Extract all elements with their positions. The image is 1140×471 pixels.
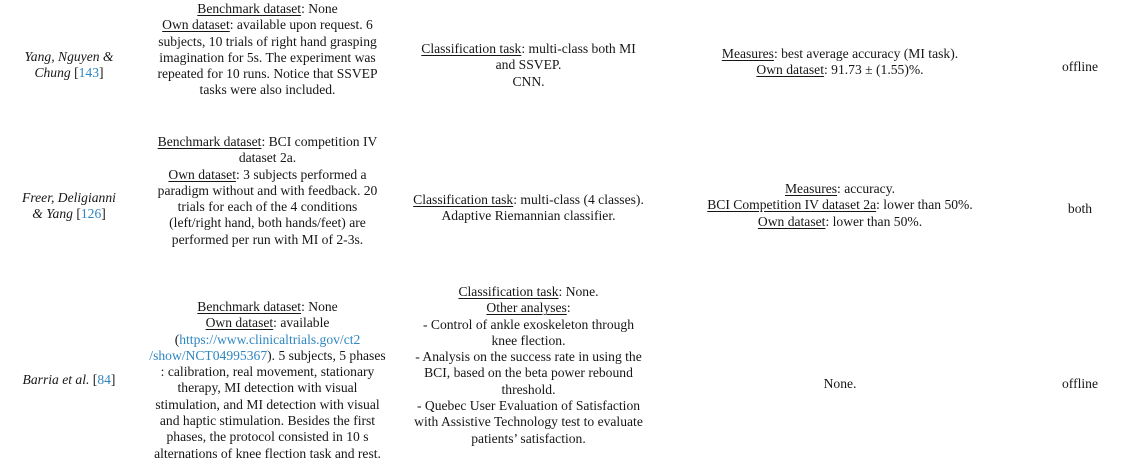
study-authors-cell: Yang, Nguyen & Chung [143] [0,0,138,117]
text-run: : best average accuracy (MI task). [773,46,959,61]
text-run: : lower than 50%. [825,213,923,229]
dataset-cell: Benchmark dataset: BCI competition IV da… [138,117,397,267]
classification-task-cell: Classification task: multi-class both MI… [397,0,660,117]
text-run: ] [110,372,116,387]
measures-cell: Measures: best average accuracy (MI task… [660,0,1020,117]
text-run: [ [92,372,98,387]
text-run: : available ( [174,315,330,347]
text-run: : multi-class (4 classes). Adaptive Riem… [441,192,644,224]
text-run: ] [99,65,104,81]
citation-ref-84[interactable]: 84 [97,372,111,387]
text-run: : 91.73 ± (1.55)%. [823,62,924,78]
text-run: ] [101,206,106,222]
clinicaltrials-url-link[interactable]: https://www.clinicaltrials.gov/ct2 /show… [149,331,361,363]
mode-cell: both [1020,117,1140,267]
underlined-label: Benchmark dataset [197,299,302,314]
mode-cell: offline [1020,0,1140,117]
mode-label: offline [1062,376,1098,391]
study-authors-cell: Barria et al. [84] [0,267,138,471]
underlined-label: Measures [784,181,838,196]
measures-cell: None. [660,267,1020,471]
author-name: Freer, Deligianni & Yang [22,190,116,222]
study-authors-cell: Freer, Deligianni & Yang [126] [0,117,138,267]
measures-cell: Measures: accuracy. BCI Competition IV d… [660,117,1020,267]
underlined-label: Own dataset [757,213,826,229]
citation-ref-126[interactable]: 126 [80,206,102,222]
text-run: : lower than 50%. [876,197,973,213]
citation-ref-143[interactable]: 143 [78,65,100,81]
mode-cell: offline [1020,267,1140,471]
text-run: : available upon request. 6 subjects, 10… [157,17,378,98]
underlined-label: Own dataset [756,62,824,78]
text-run: : None. [558,284,599,299]
text-run: : - Control of ankle exoskeleton through… [414,300,643,446]
dataset-cell: Benchmark dataset: None Own dataset: ava… [138,267,397,471]
text-run: : multi-class both MI and SSVEP. CNN. [495,41,636,89]
underlined-label: Benchmark dataset [157,134,262,149]
underlined-label: Own dataset [168,166,236,182]
underlined-label: Own dataset [162,17,230,33]
text-run: : None [301,1,338,16]
underlined-label: Other analyses [486,300,567,316]
underlined-label: BCI Competition IV dataset 2a [707,197,877,213]
author-name: Barria et al. [22,372,93,387]
text-run: : None [301,299,338,314]
text-run: [ [76,206,81,222]
underlined-label: Classification task [458,284,559,299]
text-run: [ [74,65,79,81]
mode-label: both [1067,201,1093,216]
text-run: ). 5 subjects, 5 phases : calibration, r… [154,347,386,461]
underlined-label: Classification task [413,192,514,207]
author-name: Yang, Nguyen & Chung [24,49,114,81]
underlined-label: Measures [721,46,774,61]
text-run: None. [823,376,857,391]
underlined-label: Own dataset [205,315,274,331]
underlined-label: Benchmark dataset [197,1,302,16]
text-run: : accuracy. [837,181,896,196]
classification-task-cell: Classification task: multi-class (4 clas… [397,117,660,267]
text-run: : BCI competition IV dataset 2a. [238,134,378,166]
dataset-cell: Benchmark dataset: None Own dataset: ava… [138,0,397,117]
mode-label: offline [1062,59,1098,74]
underlined-label: Classification task [421,41,522,56]
classification-task-cell: Classification task: None. Other analyse… [397,267,660,471]
text-run: : 3 subjects performed a paradigm withou… [157,166,378,247]
